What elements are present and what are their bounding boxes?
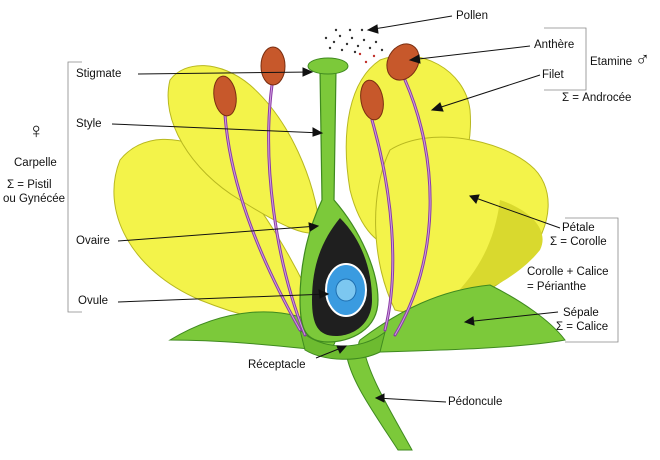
- brackets: [67, 27, 619, 343]
- label-style: Style: [76, 118, 102, 130]
- label-ovule: Ovule: [78, 295, 109, 307]
- label-petale: Pétale: [562, 222, 595, 234]
- arrow-sepale: [464, 311, 559, 323]
- arrow-ovule: [117, 293, 329, 303]
- label-ovaire: Ovaire: [76, 235, 110, 247]
- female-symbol: ♀: [28, 118, 45, 143]
- label-perianthe-1: Corolle + Calice: [527, 266, 609, 278]
- anthers: [213, 43, 420, 121]
- pointer-lines: [111, 15, 561, 403]
- anther-3: [360, 79, 384, 121]
- label-etamine: Etamine: [590, 56, 633, 68]
- label-calice: Σ = Calice: [556, 321, 609, 333]
- label-pistil: Σ = Pistil: [7, 179, 52, 191]
- label-pedoncule: Pédoncule: [448, 396, 503, 408]
- arrow-anthere: [409, 45, 531, 61]
- anther-2: [260, 46, 286, 86]
- filament-highlights: [224, 79, 431, 336]
- pollen-grains: [324, 28, 384, 54]
- label-corolle: Σ = Corolle: [550, 236, 607, 248]
- stigma: [307, 57, 349, 75]
- arrow-pedoncule: [375, 397, 447, 403]
- label-anthere: Anthère: [534, 39, 575, 51]
- label-pollen: Pollen: [456, 10, 488, 22]
- arrow-filet: [431, 74, 541, 111]
- label-stigmate: Stigmate: [76, 68, 122, 80]
- label-sepale: Sépale: [563, 307, 599, 319]
- pollen-grains-red: [358, 52, 376, 64]
- arrow-petale: [469, 195, 561, 229]
- label-filet: Filet: [542, 69, 564, 81]
- label-receptacle: Réceptacle: [248, 359, 306, 371]
- right-bracket: [565, 217, 619, 343]
- label-perianthe-2: = Périanthe: [527, 281, 587, 293]
- male-symbol: ♂: [635, 49, 650, 71]
- stamen-bracket: [544, 27, 587, 91]
- left-bracket: [67, 61, 82, 313]
- arrow-stigmate: [137, 71, 313, 75]
- label-carpelle: Carpelle: [14, 157, 57, 169]
- receptacle: [299, 328, 386, 360]
- label-gynecee: ou Gynécée: [3, 193, 66, 205]
- label-androcee: Σ = Androcée: [562, 92, 632, 104]
- anther-1: [213, 75, 237, 117]
- ovule-core: [335, 278, 357, 302]
- arrow-ovaire: [117, 225, 319, 242]
- petal-shade: [450, 200, 543, 300]
- arrow-pollen: [367, 15, 453, 31]
- anther-4: [386, 43, 420, 81]
- arrow-style: [111, 123, 323, 134]
